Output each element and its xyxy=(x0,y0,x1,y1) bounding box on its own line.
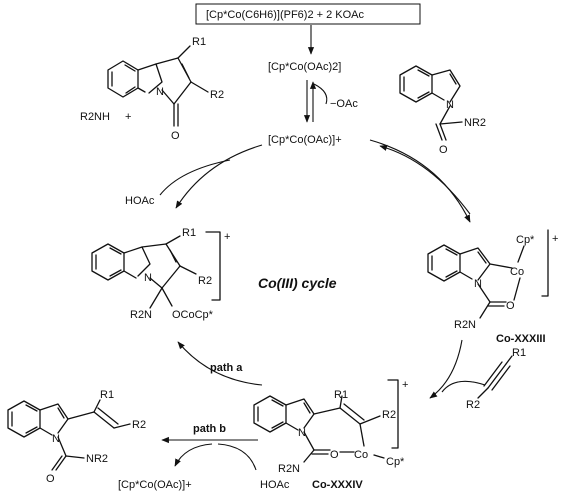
product-alkenyl-indole xyxy=(7,399,131,471)
alkoxide-n-atom: N xyxy=(144,272,152,284)
co33-co-atom: Co xyxy=(510,266,524,278)
co33-o-atom: O xyxy=(506,300,515,312)
substrate-nr2: NR2 xyxy=(464,117,486,129)
alkenyl-product-n-atom: N xyxy=(52,433,60,445)
alkoxide-ococp: OCoCp* xyxy=(172,309,214,321)
alkoxide-r2n: R2N xyxy=(130,309,152,321)
hoac-top-label: HOAc xyxy=(125,195,155,207)
alkyne-r1: R1 xyxy=(512,347,526,359)
product-pyrroloindolone xyxy=(107,45,209,127)
intermediate-cobalt-alkoxide xyxy=(91,231,221,309)
product-n-atom: N xyxy=(156,86,164,98)
plus-sign: + xyxy=(125,111,131,123)
path-a-label: path a xyxy=(210,362,243,374)
co-xxxiii-label: Co-XXXIII xyxy=(496,333,546,345)
intermediate-co-xxxiv xyxy=(253,379,399,463)
active-catalyst-label: [Cp*Co(OAc)]+ xyxy=(268,134,342,146)
catalyst-precursor-text: [Cp*Co(C6H6)](PF6)2 + 2 KOAc xyxy=(206,9,365,21)
catalyst-release-arrow xyxy=(174,443,213,467)
co34-r2: R2 xyxy=(382,409,396,421)
co-diacetate-label: [Cp*Co(OAc)2] xyxy=(268,61,341,73)
co34-co-atom: Co xyxy=(354,449,368,461)
co33-n-atom: N xyxy=(474,278,482,290)
substrate-o-atom: O xyxy=(439,144,448,156)
intermediate-co-xxxiii xyxy=(427,229,549,319)
co34-r2n: R2N xyxy=(278,463,300,475)
hoac-bottom-label: HOAc xyxy=(260,479,290,491)
alkoxide-r1: R1 xyxy=(182,227,196,239)
alkyne-reagent xyxy=(477,355,513,399)
product-r1: R1 xyxy=(192,36,206,48)
alkenyl-product-nr2: NR2 xyxy=(86,453,108,465)
product-r2: R2 xyxy=(210,89,224,101)
co-xxxiv-label: Co-XXXIV xyxy=(312,479,363,491)
alkenyl-product-o-atom: O xyxy=(46,473,55,485)
alkenyl-product-r1: R1 xyxy=(100,389,114,401)
path-a-arrow xyxy=(177,341,263,386)
co34-o-atom: O xyxy=(330,449,339,461)
acetate-curl-arrow xyxy=(313,83,328,105)
indole-substrate xyxy=(399,65,463,141)
alkenyl-product-r2: R2 xyxy=(132,419,146,431)
catalyst-precursor-box: [Cp*Co(C6H6)](PF6)2 + 2 KOAc xyxy=(195,3,421,25)
co34-cp-ligand: Cp* xyxy=(386,456,405,468)
product-carbonyl-o: O xyxy=(171,130,180,142)
alkoxide-charge: + xyxy=(224,231,230,243)
co33-charge: + xyxy=(552,233,558,245)
path-b-label: path b xyxy=(193,423,226,435)
cycle-title: Co(III) cycle xyxy=(258,275,337,291)
active-catalyst-out-label: [Cp*Co(OAc)]+ xyxy=(118,479,192,491)
amine-byproduct: R2NH xyxy=(80,111,110,123)
alkoxide-r2: R2 xyxy=(198,275,212,287)
cycle-arc-right-bottom xyxy=(429,339,463,399)
substrate-n-atom: N xyxy=(446,99,454,111)
cycle-arc-top-right xyxy=(369,139,471,223)
co34-charge: + xyxy=(402,379,408,391)
alkyne-r2: R2 xyxy=(466,399,480,411)
hoac-curve-bottom xyxy=(217,443,257,471)
cycle-arc-top-left xyxy=(175,144,263,209)
hoac-curve-top xyxy=(159,159,231,196)
alkyne-curve xyxy=(441,380,486,393)
co33-r2n: R2N xyxy=(454,319,476,331)
co34-r1: R1 xyxy=(334,389,348,401)
co34-n-atom: N xyxy=(298,427,306,439)
acetate-loss-label: −OAc xyxy=(330,98,358,110)
co33-cp-ligand: Cp* xyxy=(516,234,535,246)
cycle-arc-top-right-back xyxy=(379,144,471,215)
